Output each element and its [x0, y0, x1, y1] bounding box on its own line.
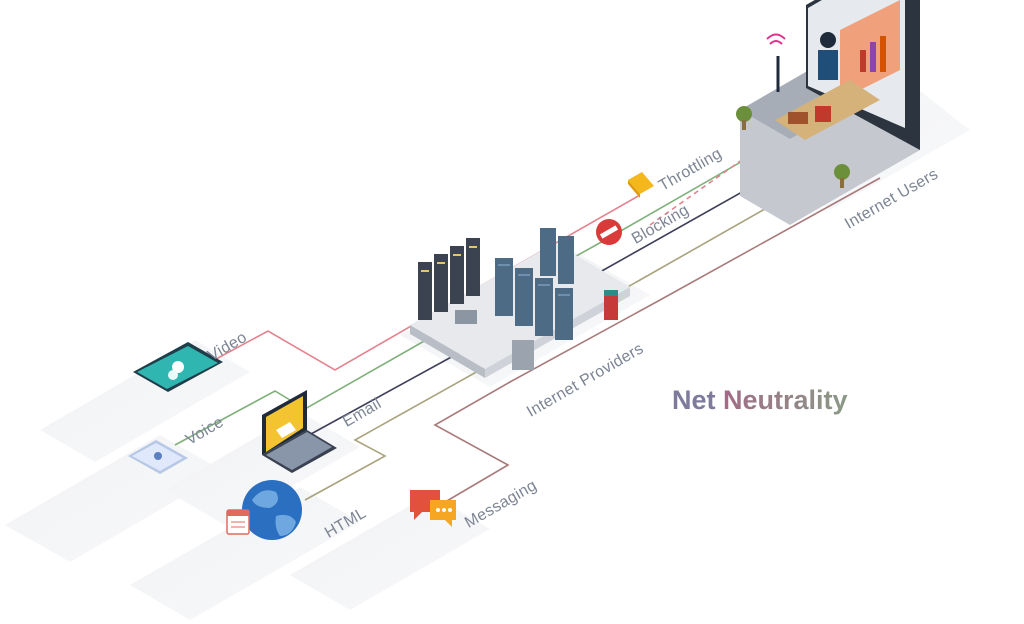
laptop-living-room-icon[interactable] [736, 0, 920, 225]
connection-lines [174, 127, 881, 506]
messaging-line [433, 177, 881, 506]
server-room-icon[interactable] [410, 228, 630, 378]
voice-line [174, 127, 801, 446]
no-entry-sign-icon [596, 219, 622, 245]
globe-calendar-icon[interactable] [226, 480, 302, 540]
laptop-email-icon[interactable] [262, 390, 337, 473]
title-word-neutrality: Neutrality [723, 385, 848, 415]
title-word-net: Net [672, 385, 716, 415]
page-title: Net Neutrality [672, 385, 848, 416]
chat-bubbles-icon[interactable] [410, 490, 456, 527]
html-line [304, 171, 831, 501]
warning-sign-icon [628, 172, 654, 198]
throttling-line [649, 139, 771, 226]
phone-contact-icon[interactable] [128, 440, 188, 474]
tablet-video-icon[interactable] [133, 342, 223, 392]
